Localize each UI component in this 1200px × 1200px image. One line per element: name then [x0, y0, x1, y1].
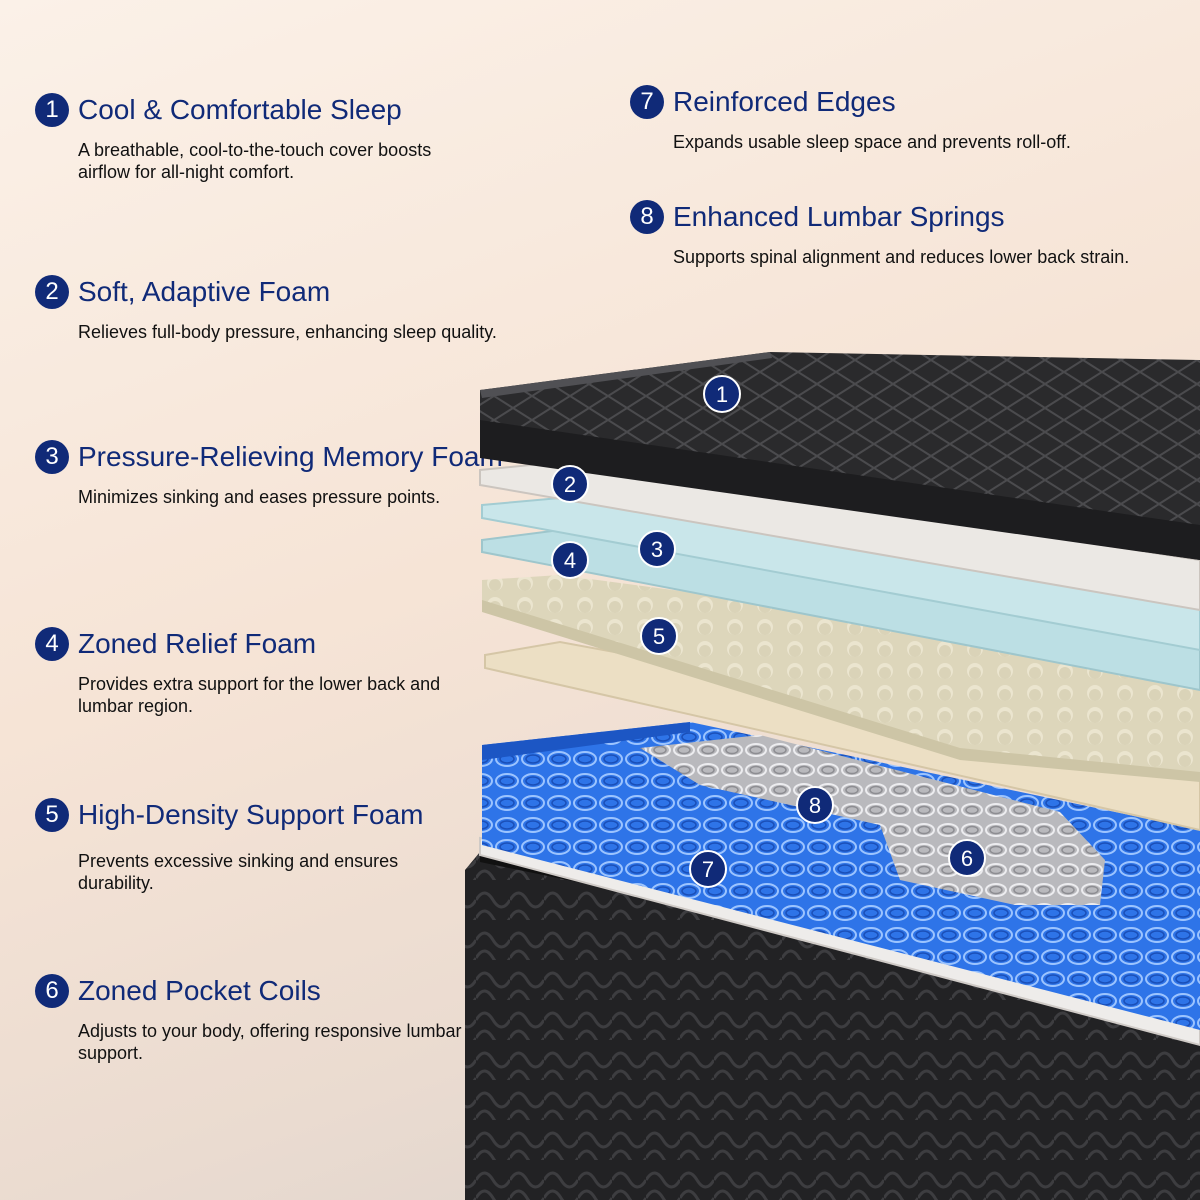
diagram-badge-4: 4 — [551, 541, 589, 579]
feature-desc-1: A breathable, cool-to-the-touch cover bo… — [78, 140, 432, 182]
feature-6: 6 Zoned Pocket Coils Adjusts to your bod… — [35, 974, 462, 1064]
feature-desc-3: Minimizes sinking and eases pressure poi… — [78, 487, 441, 507]
diagram-badge-6-label: 6 — [961, 846, 973, 871]
number-badge-2: 2 — [35, 275, 69, 309]
number-badge-6: 6 — [35, 974, 69, 1008]
feature-title-2: Soft, Adaptive Foam — [78, 276, 331, 307]
diagram-badge-3-label: 3 — [651, 537, 663, 562]
diagram-badge-2: 2 — [551, 465, 589, 503]
feature-title-6: Zoned Pocket Coils — [78, 975, 321, 1006]
feature-title-5: High-Density Support Foam — [78, 799, 424, 830]
feature-1: 1 Cool & Comfortable Sleep A breathable,… — [35, 93, 431, 183]
quilted-cover-layer — [480, 352, 1200, 560]
feature-title-8: Enhanced Lumbar Springs — [673, 201, 1005, 232]
feature-title-1: Cool & Comfortable Sleep — [78, 94, 402, 125]
feature-7: 7 Reinforced Edges Expands usable sleep … — [630, 85, 1071, 153]
coil-layer — [482, 722, 1200, 1030]
diagram-badge-3: 3 — [638, 530, 676, 568]
support-foam-layer — [484, 640, 1200, 832]
feature-title-7: Reinforced Edges — [673, 86, 896, 117]
diagram-badge-6: 6 — [948, 839, 986, 877]
feature-title-4: Zoned Relief Foam — [78, 628, 317, 659]
number-badge-8: 8 — [630, 200, 664, 234]
feature-desc-8: Supports spinal alignment and reduces lo… — [673, 247, 1130, 267]
diagram-badge-1: 1 — [703, 375, 741, 413]
feature-desc-2: Relieves full-body pressure, enhancing s… — [78, 322, 497, 342]
number-badge-5: 5 — [35, 798, 69, 832]
feature-desc-7: Expands usable sleep space and prevents … — [673, 132, 1071, 152]
diagram-badge-2-label: 2 — [564, 472, 576, 497]
diagram-badge-7: 7 — [689, 850, 727, 888]
diagram-badge-8-label: 8 — [809, 793, 821, 818]
diagram-badge-5: 5 — [640, 617, 678, 655]
number-badge-3: 3 — [35, 440, 69, 474]
feature-8: 8 Enhanced Lumbar Springs Supports spina… — [630, 200, 1129, 268]
number-badge-1: 1 — [35, 93, 69, 127]
feature-desc-6: Adjusts to your body, offering responsiv… — [78, 1021, 462, 1063]
diagram-badge-7-label: 7 — [702, 857, 714, 882]
feature-4: 4 Zoned Relief Foam Provides extra suppo… — [35, 627, 440, 717]
feature-title-3: Pressure-Relieving Memory Foam — [78, 441, 503, 472]
number-badge-4: 4 — [35, 627, 69, 661]
feature-5: 5 High-Density Support Foam Prevents exc… — [35, 798, 423, 894]
diagram-badge-4-label: 4 — [564, 548, 576, 573]
feature-3: 3 Pressure-Relieving Memory Foam Minimiz… — [35, 440, 503, 508]
feature-desc-5: Prevents excessive sinking and ensures d… — [78, 851, 399, 893]
feature-2: 2 Soft, Adaptive Foam Relieves full-body… — [35, 275, 497, 343]
feature-desc-4: Provides extra support for the lower bac… — [78, 674, 441, 716]
diagram-badge-8: 8 — [796, 786, 834, 824]
diagram-badge-1-label: 1 — [716, 382, 728, 407]
number-badge-7: 7 — [630, 85, 664, 119]
zoned-relief-foam-layer — [481, 528, 1200, 692]
diagram-badge-5-label: 5 — [653, 624, 665, 649]
